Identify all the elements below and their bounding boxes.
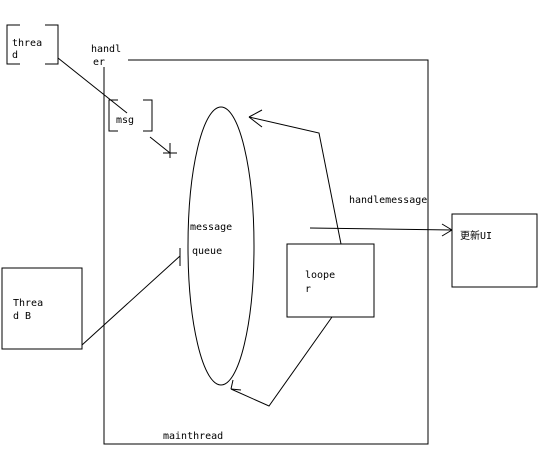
handler-label-line2: er bbox=[93, 57, 105, 68]
msg-label: msg bbox=[116, 115, 134, 126]
thread-label-line2: d bbox=[12, 50, 18, 61]
looper-label-line2: r bbox=[305, 284, 311, 295]
handlemessage-arrowhead-b bbox=[441, 229, 453, 237]
update-ui-label: 更新UI bbox=[460, 229, 492, 242]
queue-bottom-arrowhead-a bbox=[230, 379, 234, 390]
thread-label-line1: threa bbox=[12, 38, 42, 49]
handlemessage-arrowhead-a bbox=[441, 223, 453, 231]
handlemessage-arrow bbox=[309, 227, 453, 231]
queue-label-line1: message bbox=[190, 222, 232, 233]
thread-to-msg-line bbox=[57, 57, 128, 114]
mainthread-box bbox=[103, 59, 429, 445]
queue-top-arrowhead-b bbox=[248, 116, 263, 128]
queue-label-line2: queue bbox=[192, 246, 222, 257]
msg-box-left bbox=[108, 99, 118, 132]
queue-top-arrowhead-a bbox=[248, 109, 263, 118]
looper-to-queue-bottom-arrow bbox=[230, 316, 333, 407]
thread-b-label-line1: Threa bbox=[13, 298, 43, 309]
msg-box-right bbox=[143, 99, 153, 132]
handler-label-line1: handl bbox=[91, 44, 121, 55]
thread-box-right bbox=[45, 24, 59, 65]
looper-box bbox=[286, 243, 375, 318]
thread-b-label-line2: d B bbox=[13, 311, 31, 322]
looper-to-queue-top-arrow bbox=[248, 116, 342, 245]
mainthread-label: mainthread bbox=[163, 431, 223, 442]
queue-bottom-arrowhead-b bbox=[230, 388, 242, 391]
thread-box-left bbox=[6, 24, 20, 65]
update-ui-box bbox=[451, 213, 538, 288]
message-queue-ellipse bbox=[187, 106, 255, 386]
handlemessage-label: handlemessage bbox=[349, 195, 427, 206]
msg-to-queue-arrow bbox=[149, 136, 171, 154]
thread-b-to-queue-arrow bbox=[81, 255, 181, 346]
thread-b-box bbox=[1, 267, 83, 350]
looper-label-line1: loope bbox=[305, 270, 335, 281]
